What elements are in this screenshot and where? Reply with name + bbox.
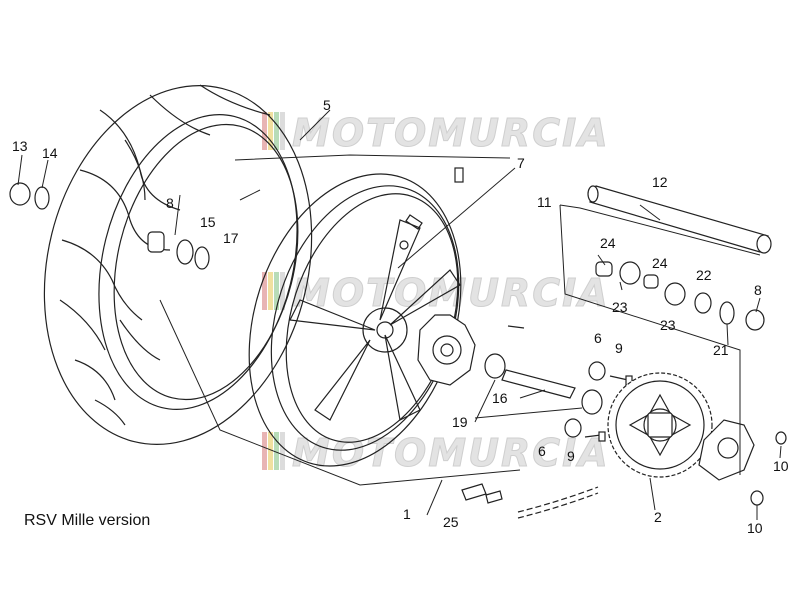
part-label: 5	[323, 97, 331, 113]
part-label: 23	[612, 299, 628, 315]
part-label: 7	[517, 155, 525, 171]
valve	[399, 167, 464, 250]
part-label: 9	[567, 448, 575, 464]
part-label: 6	[538, 443, 546, 459]
part-label: 1	[403, 506, 411, 522]
part-label: 21	[713, 342, 729, 358]
part-label: 19	[452, 414, 468, 430]
spacer-shaft	[501, 369, 576, 399]
part-label: 6	[594, 330, 602, 346]
part-label: 10	[747, 520, 763, 536]
part-label: 17	[223, 230, 239, 246]
part-label: 13	[12, 138, 28, 154]
svg-text:MOTOMURCIA: MOTOMURCIA	[292, 431, 610, 475]
part-label: 22	[696, 267, 712, 283]
watermark-3: MOTOMURCIA	[262, 431, 610, 476]
part-label: 15	[200, 214, 216, 230]
part-label: 8	[166, 195, 174, 211]
tyre	[43, 84, 313, 445]
part-label: 10	[773, 458, 789, 474]
part-label: 14	[42, 145, 58, 161]
part-label: 9	[615, 340, 623, 356]
part-label: 25	[443, 514, 459, 530]
part-label: 8	[754, 282, 762, 298]
version-caption: RSV Mille version	[24, 512, 151, 529]
watermark-2: MOTOMURCIA	[262, 271, 610, 316]
leader-lines	[17, 109, 782, 520]
part-label: 12	[652, 174, 668, 190]
part-label: 11	[537, 194, 552, 210]
rear-sprocket	[607, 372, 713, 478]
chain	[461, 483, 599, 519]
part-label: 24	[652, 255, 668, 271]
part-label: 23	[660, 317, 676, 333]
svg-text:MOTOMURCIA: MOTOMURCIA	[292, 271, 610, 315]
svg-text:MOTOMURCIA: MOTOMURCIA	[292, 111, 610, 155]
bearings	[9, 182, 765, 438]
part-label: 24	[600, 235, 616, 251]
part-label: 2	[654, 509, 662, 525]
cush-drive-hub	[417, 314, 476, 386]
part-label: 16	[492, 390, 508, 406]
bolts	[507, 325, 633, 442]
watermark-1: MOTOMURCIA	[262, 111, 610, 156]
axle	[587, 185, 772, 254]
part-labels: 5 7 13 14 8 15 17 11 12 24 24 22 8 23 23…	[12, 97, 789, 536]
